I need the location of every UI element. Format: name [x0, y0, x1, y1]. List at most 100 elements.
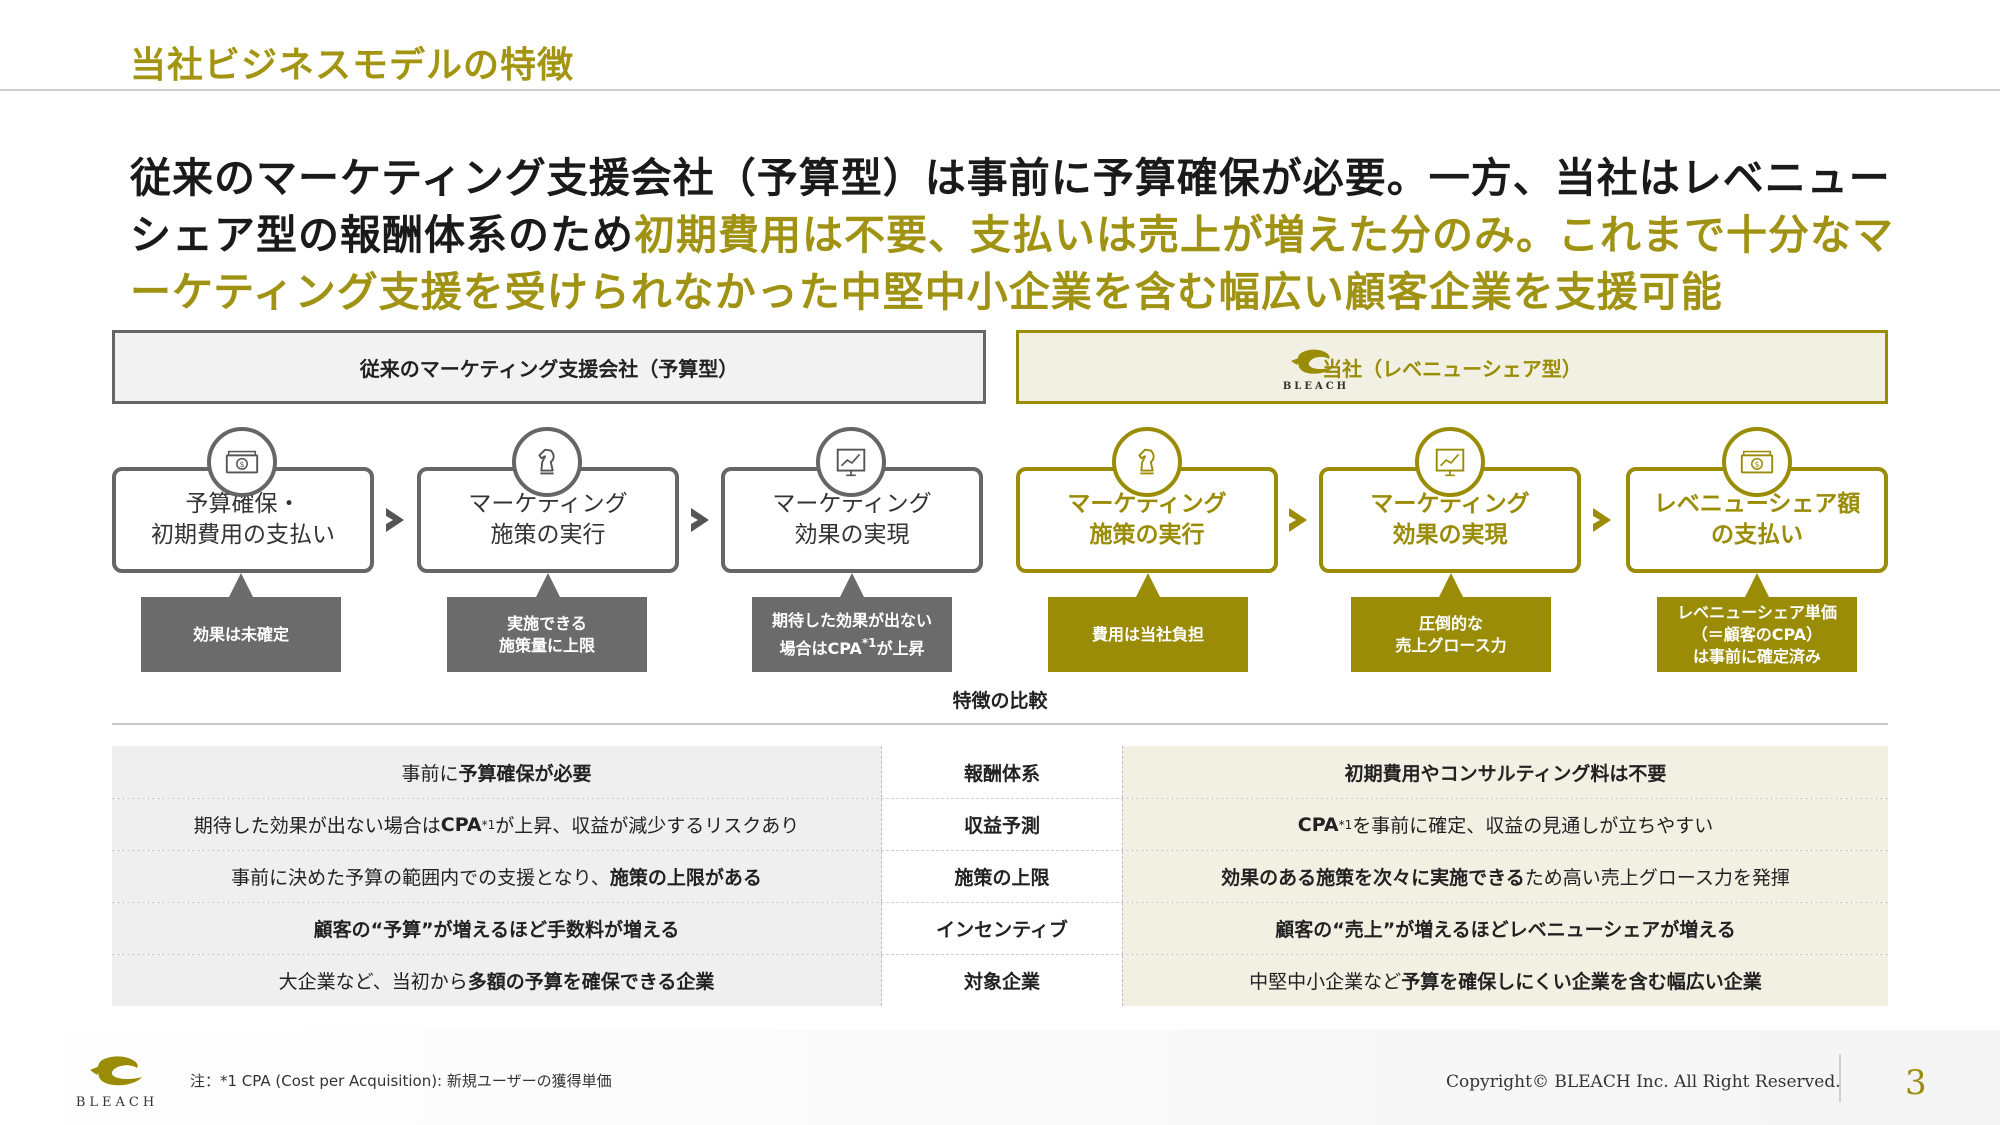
chess-knight-icon	[1138, 448, 1155, 475]
comparison-cell-company-bold: 効果のある施策を次々に実施できる	[1221, 867, 1525, 889]
comparison-cell-traditional-pre: 事前に	[401, 762, 459, 785]
comparison-cell-company: 効果のある施策を次々に実施できるため高い売上グロース力を発揮	[1122, 851, 1888, 902]
bleach-logo: BLEACH	[62, 1054, 172, 1110]
flow-right-note-2-line1: 圧倒的な	[1418, 613, 1483, 633]
note-pointer	[536, 573, 560, 597]
bleach-logo-mark-icon: BLEACH	[1283, 349, 1349, 392]
section-header-traditional: 従来のマーケティング支援会社（予算型）	[112, 330, 986, 404]
chevron-right-icon	[1289, 508, 1307, 532]
flow-left-note-3: 期待した効果が出ない場合はCPA*1が上昇	[752, 597, 952, 672]
comparison-category: 対象企業	[882, 955, 1122, 1006]
page-title: 当社ビジネスモデルの特徴	[130, 45, 575, 86]
flow-left-note-2-line1: 実施できる	[507, 613, 587, 633]
footnote-marker: *1	[861, 635, 877, 650]
comparison-cell-company: 中堅中小企業など予算を確保しにくい企業を含む幅広い企業	[1122, 955, 1888, 1006]
chess-knight-icon	[538, 448, 555, 475]
comparison-cell-company-bold: 顧客の“売上”が増えるほどレベニューシェアが増える	[1275, 919, 1736, 941]
note-pointer	[1439, 573, 1463, 597]
chevron-right-icon	[386, 508, 404, 532]
flow-left-1-circle: $	[207, 427, 277, 497]
flow-left-step-1: 予算確保・初期費用の支払い	[112, 467, 374, 573]
comparison-cell-traditional-bold: CPA	[440, 813, 482, 836]
comparison-cell-company: 顧客の“売上”が増えるほどレベニューシェアが増える	[1122, 903, 1888, 954]
section-title-traditional: 従来のマーケティング支援会社（予算型）	[359, 356, 739, 381]
comparison-cell-traditional: 事前に決めた予算の範囲内での支援となり、施策の上限がある	[112, 851, 882, 902]
comparison-cell-company: 初期費用やコンサルティング料は不要	[1122, 746, 1888, 798]
chevron-right-icon	[1593, 508, 1611, 532]
comparison-row: 事前に決めた予算の範囲内での支援となり、施策の上限がある施策の上限効果のある施策…	[112, 850, 1888, 902]
headline-part2-highlight: 初期費用は不要、支払いは売上が増えた分のみ。これまで十分なマーケティング支援を受…	[130, 211, 1894, 316]
flow-left-step-1-line2: 初期費用の支払い	[151, 522, 335, 548]
svg-text:$: $	[1755, 460, 1760, 469]
footer-band	[0, 1030, 2000, 1125]
comparison-category: 収益予測	[882, 799, 1122, 850]
note-pointer	[840, 573, 864, 597]
money-icon: $	[1740, 450, 1774, 474]
chevron-right-icon	[691, 508, 709, 532]
headline-part1: 従来のマーケティング支援会社（予算型）は事前に予算確保が必要。一方、当社はレベニ…	[130, 154, 1891, 259]
flow-left-step-3-line2: 効果の実現	[794, 522, 910, 548]
flow-right-step-2-line2: 効果の実現	[1392, 522, 1508, 548]
flow-right-note-1-text: 費用は当社負担	[1091, 624, 1204, 644]
comparison-divider	[112, 723, 1888, 725]
comparison-cell-traditional-sup: *1	[481, 817, 496, 832]
bleach-logo-mark-icon: BLEACH	[76, 1056, 158, 1110]
flow-left-note-1-text: 効果は未確定	[192, 624, 289, 644]
comparison-cell-traditional: 顧客の“予算”が増えるほど手数料が増える	[112, 903, 882, 954]
bleach-logo-text: BLEACH	[76, 1095, 158, 1110]
comparison-cell-company-post: を事前に確定、収益の見通しが立ちやすい	[1352, 815, 1714, 837]
comparison-category: 施策の上限	[882, 851, 1122, 902]
section-header-company: BLEACH 当社（レベニューシェア型）	[1016, 330, 1888, 404]
footer-divider	[1839, 1054, 1841, 1102]
comparison-table: 事前に予算確保が必要報酬体系初期費用やコンサルティング料は不要期待した効果が出な…	[112, 746, 1888, 1006]
flow-left-note-3-line1: 期待した効果が出ない	[771, 610, 932, 630]
flow-right-note-2: 圧倒的な売上グロース力	[1351, 597, 1551, 672]
comparison-cell-traditional-bold: 施策の上限がある	[609, 867, 762, 889]
flow-left-note-3-line2-tail: が上昇	[876, 638, 925, 658]
comparison-cell-company-bold: 予算を確保しにくい企業を含む幅広い企業	[1401, 971, 1762, 993]
headline: 従来のマーケティング支援会社（予算型）は事前に予算確保が必要。一方、当社はレベニ…	[130, 150, 1920, 321]
flow-right-note-3-line1: レベニューシェア単価	[1677, 602, 1837, 622]
flow-right-1-circle	[1112, 427, 1182, 497]
chart-icon	[1435, 448, 1465, 477]
comparison-cell-traditional: 大企業など、当初から多額の予算を確保できる企業	[112, 955, 882, 1006]
bleach-logo-small-text: BLEACH	[1283, 381, 1349, 392]
flow-right-note-3: レベニューシェア単価（＝顧客のCPA）は事前に確定済み	[1657, 597, 1857, 672]
comparison-cell-traditional-pre: 大企業など、当初から	[278, 971, 468, 993]
comparison-category: インセンティブ	[882, 903, 1122, 954]
comparison-cell-company-sup: *1	[1338, 817, 1353, 832]
chart-icon	[836, 448, 866, 477]
comparison-cell-traditional-post: が上昇、収益が減少するリスクあり	[495, 815, 800, 837]
comparison-cell-traditional: 事前に予算確保が必要	[112, 746, 882, 798]
flow-left-note-3-line2: 場合はCPA	[779, 638, 862, 658]
page-number: 3	[1905, 1063, 1927, 1103]
comparison-cell-company-bold: CPA	[1297, 813, 1339, 836]
flow-left-step-2-line2: 施策の実行	[490, 522, 606, 548]
comparison-row: 顧客の“予算”が増えるほど手数料が増える インセンティブ 顧客の“売上”が増えるほど…	[112, 902, 1888, 954]
comparison-cell-traditional-bold: 顧客の“予算”が増えるほど手数料が増える	[313, 919, 680, 941]
flow-right-note-3-line3: は事前に確定済み	[1692, 646, 1821, 666]
flow-right-2-circle	[1415, 427, 1485, 497]
flow-right-note-1: 費用は当社負担	[1048, 597, 1248, 672]
flow-left-note-2: 実施できる施策量に上限	[447, 597, 647, 672]
note-pointer	[1745, 573, 1769, 597]
comparison-cell-traditional-bold: 多額の予算を確保できる企業	[467, 971, 715, 993]
flow-left-note-1: 効果は未確定	[141, 597, 341, 672]
comparison-cell-company-pre: 中堅中小企業など	[1249, 971, 1402, 993]
section-title-company: 当社（レベニューシェア型）	[1322, 356, 1582, 381]
flow-left-2-circle	[512, 427, 582, 497]
footnote: 注：*1 CPA (Cost per Acquisition): 新規ユーザーの…	[190, 1072, 612, 1090]
comparison-cell-traditional-pre: 事前に決めた予算の範囲内での支援となり、	[231, 867, 610, 889]
title-divider	[0, 89, 2000, 91]
flow-right-step-1-line2: 施策の実行	[1089, 522, 1205, 548]
copyright: Copyright© BLEACH Inc. All Right Reserve…	[1446, 1072, 1841, 1092]
flow-right-note-3-line2: （＝顧客のCPA）	[1691, 624, 1823, 644]
note-pointer	[229, 573, 253, 597]
flow-left-3-circle	[816, 427, 886, 497]
bleach-logo-small: BLEACH	[1271, 347, 1361, 393]
flow-left-note-2-line2: 施策量に上限	[498, 635, 595, 655]
note-pointer	[1136, 573, 1160, 597]
comparison-row: 事前に予算確保が必要報酬体系初期費用やコンサルティング料は不要	[112, 746, 1888, 798]
